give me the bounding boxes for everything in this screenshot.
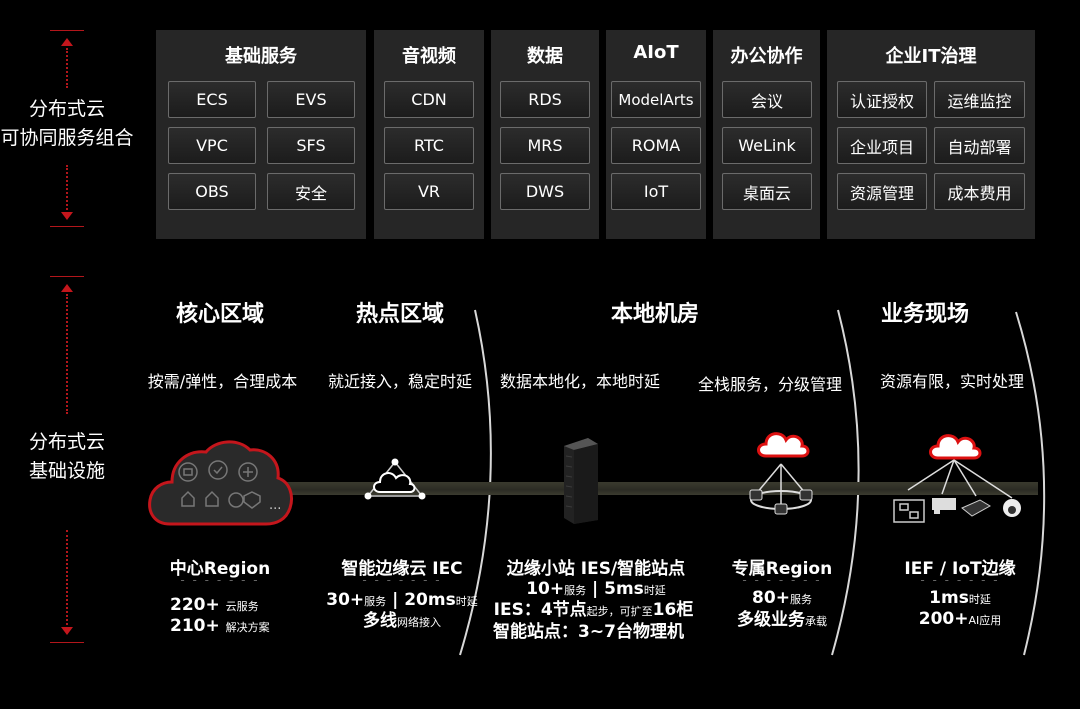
dash-separator: - - - - - - - xyxy=(180,573,260,587)
region-name-ief: IEF / IoT边缘 xyxy=(904,559,1016,579)
stat-ief-latency: 1ms时延 xyxy=(929,588,991,608)
guide-line xyxy=(66,530,68,625)
guide-tick xyxy=(50,226,84,227)
group-basic-services: 基础服务 ECS EVS VPC SFS OBS 安全 xyxy=(156,30,366,239)
edge-cloud-iec-icon xyxy=(364,458,426,500)
stat-center-services: 220+ 云服务 xyxy=(170,595,259,615)
more-services-ellipsis: ... xyxy=(269,498,282,513)
guide-line xyxy=(66,165,68,210)
zone-subtitle-business-site: 资源有限，实时处理 xyxy=(879,372,1024,391)
dash-separator: - - - - - - - xyxy=(362,573,442,587)
stat-center-solutions: 210+ 解决方案 xyxy=(170,616,270,636)
infrastructure-connector-bar xyxy=(258,482,1038,495)
stat-dedicated-services: 80+服务 xyxy=(752,588,812,608)
stat-iec-network: 多线网络接入 xyxy=(363,611,441,631)
service-auto-deploy[interactable]: 自动部署 xyxy=(934,127,1025,164)
group-audio-video: 音视频 CDN RTC VR xyxy=(374,30,484,239)
service-modelarts[interactable]: ModelArts xyxy=(611,81,701,118)
group-office: 办公协作 会议 WeLink 桌面云 xyxy=(713,30,820,239)
region-name-center: 中心Region xyxy=(169,559,271,579)
zone-divider-arc xyxy=(1015,311,1046,656)
service-ecs[interactable]: ECS xyxy=(168,81,256,118)
stat-iec-services: 30+服务 | 20ms时延 xyxy=(326,590,478,610)
service-desktop-cloud[interactable]: 桌面云 xyxy=(722,173,812,210)
service-security[interactable]: 安全 xyxy=(267,173,355,210)
side-label-services: 分布式云 可协同服务组合 xyxy=(0,98,134,149)
service-welink[interactable]: WeLink xyxy=(722,127,812,164)
group-aiot: AIoT ModelArts ROMA IoT xyxy=(606,30,706,239)
service-rds[interactable]: RDS xyxy=(500,81,590,118)
zone-subtitle-core: 按需/弹性，合理成本 xyxy=(147,372,298,391)
arrow-up-icon xyxy=(61,284,73,292)
region-name-ies: 边缘小站 IES/智能站点 xyxy=(506,559,686,579)
guide-line xyxy=(66,48,68,88)
zone-title-local-room: 本地机房 xyxy=(610,302,699,327)
guide-line xyxy=(66,294,68,414)
service-cdn[interactable]: CDN xyxy=(384,81,474,118)
dash-separator: - - - - - - - xyxy=(920,573,1000,587)
zone-subtitle-dedicated: 全栈服务，分级管理 xyxy=(697,375,842,394)
zone-title-hotspot: 热点区域 xyxy=(355,302,444,327)
service-obs[interactable]: OBS xyxy=(168,173,256,210)
guide-tick xyxy=(50,276,84,277)
service-enterprise-project[interactable]: 企业项目 xyxy=(837,127,927,164)
arrow-down-icon xyxy=(61,627,73,635)
service-resource-mgmt[interactable]: 资源管理 xyxy=(837,173,927,210)
zone-divider-arc xyxy=(831,309,860,656)
iot-edge-icon xyxy=(893,434,1021,523)
service-dws[interactable]: DWS xyxy=(500,173,590,210)
dedicated-region-icon xyxy=(749,432,813,515)
edge-station-server-icon xyxy=(564,438,598,524)
service-meeting[interactable]: 会议 xyxy=(722,81,812,118)
center-region-cloud-icon xyxy=(148,440,293,526)
service-cost[interactable]: 成本费用 xyxy=(934,173,1025,210)
stat-ies-smart-site: 智能站点：3~7台物理机 xyxy=(493,622,684,642)
service-auth[interactable]: 认证授权 xyxy=(837,81,927,118)
stat-dedicated-business: 多级业务承载 xyxy=(737,610,827,630)
zone-subtitle-local-room: 数据本地化，本地时延 xyxy=(499,372,660,391)
service-roma[interactable]: ROMA xyxy=(611,127,701,164)
service-vr[interactable]: VR xyxy=(384,173,474,210)
guide-tick-top xyxy=(50,30,84,31)
service-sfs[interactable]: SFS xyxy=(267,127,355,164)
service-rtc[interactable]: RTC xyxy=(384,127,474,164)
arrow-up-icon xyxy=(61,38,73,46)
group-data: 数据 RDS MRS DWS xyxy=(491,30,599,239)
group-it-governance: 企业IT治理 认证授权 运维监控 企业项目 自动部署 资源管理 成本费用 xyxy=(827,30,1035,239)
zone-subtitle-hotspot: 就近接入，稳定时延 xyxy=(327,372,472,391)
service-ops-monitor[interactable]: 运维监控 xyxy=(934,81,1025,118)
region-name-iec: 智能边缘云 IEC xyxy=(341,559,463,579)
arrow-down-icon xyxy=(61,212,73,220)
service-evs[interactable]: EVS xyxy=(267,81,355,118)
stat-ies-services: 10+服务 | 5ms时延 xyxy=(526,579,666,599)
stat-ies-nodes: IES：4节点起步，可扩至16柜 xyxy=(493,600,694,620)
side-label-infra: 分布式云 基础设施 xyxy=(28,431,105,482)
region-name-dedicated: 专属Region xyxy=(731,559,833,579)
service-iot[interactable]: IoT xyxy=(611,173,701,210)
zone-title-core: 核心区域 xyxy=(175,302,264,327)
stat-ief-ai-apps: 200+AI应用 xyxy=(918,609,1002,629)
zone-title-business-site: 业务现场 xyxy=(880,302,969,327)
guide-tick-bottom xyxy=(50,642,84,643)
service-mrs[interactable]: MRS xyxy=(500,127,590,164)
dash-separator: - - - - - - - xyxy=(742,573,822,587)
zone-divider-arc xyxy=(459,309,492,656)
service-vpc[interactable]: VPC xyxy=(168,127,256,164)
